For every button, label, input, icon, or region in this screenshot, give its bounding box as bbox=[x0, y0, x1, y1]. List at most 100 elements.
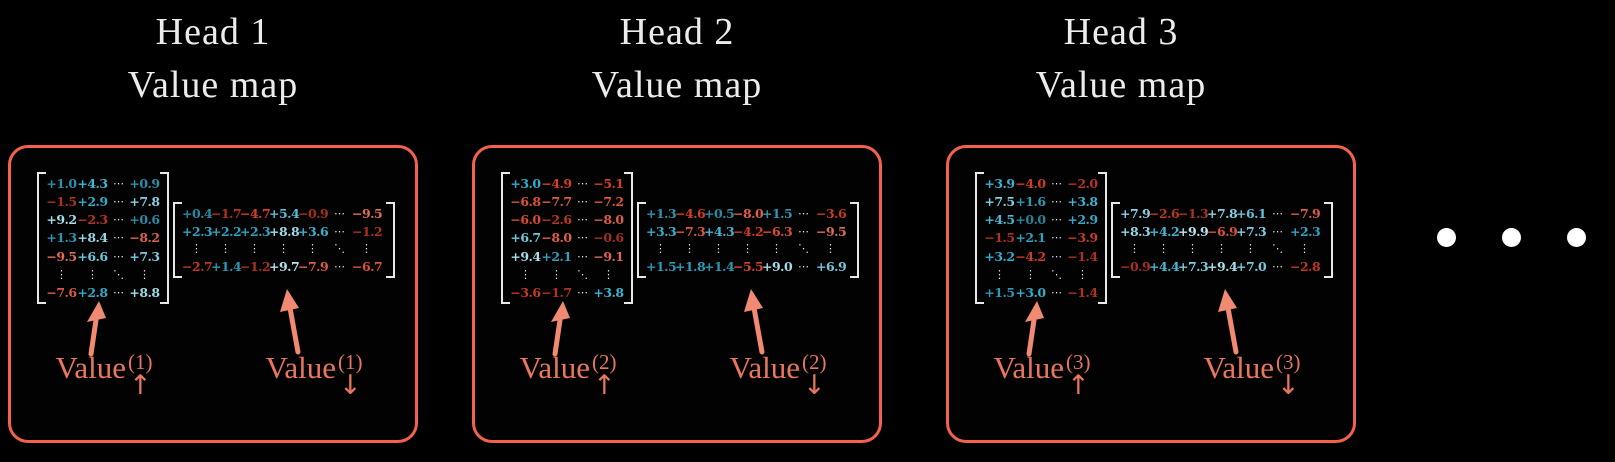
up-arrow-icon bbox=[1218, 289, 1239, 355]
matrix-cell: −6.7 bbox=[352, 258, 383, 274]
matrix-row: +7.5+1.6⋯+3.8 bbox=[984, 193, 1098, 210]
matrix-cell: +9.7 bbox=[269, 258, 300, 274]
head-superscript: (2) bbox=[802, 350, 827, 374]
head-superscript: (3) bbox=[1066, 350, 1091, 374]
matrix-cell: −7.9 bbox=[1290, 206, 1321, 221]
matrix-ellipsis: ⋱ bbox=[577, 267, 588, 281]
matrix-ellipsis: ⋮ bbox=[1129, 242, 1140, 256]
matrix-cell: −4.9 bbox=[541, 176, 572, 191]
value-down-matrix: +1.3−4.6+0.5−8.0+1.5⋯−3.6+3.3−7.3+4.3−4.… bbox=[637, 202, 859, 278]
matrix-ellipsis: ⋯ bbox=[1051, 249, 1062, 263]
matrix-ellipsis: ⋮ bbox=[1245, 242, 1256, 256]
matrix-cell: +1.3 bbox=[46, 230, 77, 246]
value-word: Value bbox=[993, 350, 1065, 385]
matrix-ellipsis: ⋮ bbox=[520, 267, 531, 281]
matrix-ellipsis: ⋯ bbox=[577, 249, 588, 263]
matrix-ellipsis: ⋯ bbox=[113, 177, 124, 190]
matrix-cell: +3.8 bbox=[593, 284, 624, 300]
matrix-cell: −7.6 bbox=[46, 284, 77, 300]
value-up-label: Value (1)↑ bbox=[29, 351, 179, 400]
matrix-cell: +1.3 bbox=[646, 206, 677, 221]
value-map-box: +3.9−4.0⋯−2.0+7.5+1.6⋯+3.8+4.5+0.0⋯+2.9−… bbox=[946, 145, 1356, 443]
value-up-label: Value (2)↑ bbox=[493, 351, 643, 400]
value-map-label: Value map bbox=[591, 64, 763, 106]
matrix-cell: +9.0 bbox=[762, 258, 793, 274]
matrix-cell: +1.6 bbox=[1015, 194, 1046, 210]
matrix-row: +4.5+0.0⋯+2.9 bbox=[984, 211, 1098, 228]
matrix-cell: +1.5 bbox=[762, 206, 793, 221]
matrix-cell: −6.0 bbox=[510, 212, 541, 228]
matrix-ellipsis: ⋯ bbox=[334, 224, 345, 238]
matrix-cell: −1.4 bbox=[1067, 284, 1098, 300]
matrix-ellipsis: ⋮ bbox=[603, 267, 614, 281]
matrix-cell: +0.4 bbox=[182, 206, 213, 221]
matrix-cell: +4.3 bbox=[704, 223, 735, 239]
head-label: Head 3 bbox=[1063, 11, 1179, 53]
matrix-cell: +3.3 bbox=[646, 223, 677, 239]
up-arrow-subscript-icon: ↑ bbox=[1066, 370, 1090, 401]
ellipsis-dot bbox=[1437, 228, 1456, 247]
pointer-arrows bbox=[1025, 289, 1239, 357]
matrix-cell: −0.9 bbox=[298, 206, 329, 221]
matrix-row: +6.7−8.0⋯−0.6 bbox=[510, 229, 624, 246]
matrix-cell: −7.3 bbox=[675, 223, 706, 239]
matrix-ellipsis: ⋯ bbox=[577, 213, 588, 227]
value-map-box: +1.0+4.3⋯+0.9−1.5+2.9⋯+7.8+9.2−2.3⋯+0.6+… bbox=[8, 145, 418, 443]
matrix-cell: +8.8 bbox=[129, 284, 160, 300]
matrix-ellipsis: ⋮ bbox=[825, 242, 836, 256]
matrix-cell: +2.3 bbox=[240, 223, 271, 239]
matrix-cell: +8.3 bbox=[1120, 223, 1151, 239]
matrix-row: ⋮⋮⋱⋮ bbox=[510, 266, 624, 283]
value-map-label: Value map bbox=[1035, 64, 1207, 106]
matrix-cell: +3.2 bbox=[984, 248, 1015, 264]
ellipsis-dot bbox=[1567, 228, 1586, 247]
value-up-matrix: +3.9−4.0⋯−2.0+7.5+1.6⋯+3.8+4.5+0.0⋯+2.9−… bbox=[975, 172, 1107, 304]
matrix-ellipsis: ⋯ bbox=[798, 224, 809, 238]
matrix-cell: +7.8 bbox=[129, 194, 160, 210]
matrix-ellipsis: ⋮ bbox=[771, 242, 782, 256]
matrix-ellipsis: ⋯ bbox=[577, 195, 588, 209]
matrix-ellipsis: ⋱ bbox=[1272, 242, 1283, 256]
matrix-ellipsis: ⋯ bbox=[1051, 177, 1062, 190]
panel-title: Head 2 Value map bbox=[472, 6, 882, 112]
matrix-cell: −6.8 bbox=[510, 194, 541, 210]
matrix-ellipsis: ⋮ bbox=[1077, 267, 1088, 281]
value-down-label: Value (3)↓ bbox=[1177, 351, 1327, 401]
matrix-cell: −9.1 bbox=[593, 248, 624, 264]
matrix-cell: +3.9 bbox=[984, 176, 1015, 191]
matrix-row: +7.9−2.6−1.3+7.8+6.1⋯−7.9 bbox=[1120, 205, 1324, 222]
ellipsis-dot bbox=[1502, 228, 1521, 247]
matrix-cell: +4.2 bbox=[1149, 223, 1180, 239]
matrix-ellipsis: ⋮ bbox=[191, 242, 202, 256]
matrix-ellipsis: ⋯ bbox=[1272, 207, 1283, 220]
matrix-cell: −1.5 bbox=[984, 230, 1015, 246]
value-up-matrix: +3.0−4.9⋯−5.1−6.8−7.7⋯−7.2−6.0−2.6⋯−8.0+… bbox=[501, 172, 633, 304]
matrix-ellipsis: ⋯ bbox=[577, 177, 588, 190]
matrix-row: ⋮⋮⋱⋮ bbox=[984, 266, 1098, 283]
matrix-cell: −1.2 bbox=[240, 258, 271, 274]
down-arrow-subscript-icon: ↓ bbox=[1276, 370, 1300, 401]
matrix-cell: −2.7 bbox=[182, 258, 213, 274]
matrix-row: −0.9+4.4+7.3+9.4+7.0⋯−2.8 bbox=[1120, 258, 1324, 275]
matrix-cell: +1.4 bbox=[704, 258, 735, 274]
matrix-cell: −6.3 bbox=[762, 223, 793, 239]
matrix-cell: +9.4 bbox=[1207, 258, 1238, 274]
value-map-box: +3.0−4.9⋯−5.1−6.8−7.7⋯−7.2−6.0−2.6⋯−8.0+… bbox=[472, 145, 882, 443]
matrix-cell: −1.5 bbox=[46, 194, 77, 210]
matrix-cell: −8.2 bbox=[129, 230, 160, 246]
head-superscript: (1) bbox=[338, 350, 363, 374]
matrix-cell: +2.9 bbox=[77, 194, 108, 210]
matrix-cell: −4.2 bbox=[1015, 248, 1046, 264]
matrix-cell: +1.8 bbox=[675, 258, 706, 274]
matrix-cell: +6.7 bbox=[510, 230, 541, 246]
matrix-ellipsis: ⋮ bbox=[361, 242, 372, 256]
matrix-ellipsis: ⋯ bbox=[113, 249, 124, 263]
panel-title: Head 1 Value map bbox=[8, 6, 418, 112]
matrix-ellipsis: ⋮ bbox=[1187, 242, 1198, 256]
matrix-ellipsis: ⋮ bbox=[278, 242, 289, 256]
matrix-ellipsis: ⋯ bbox=[577, 285, 588, 299]
matrix-cell: +1.4 bbox=[211, 258, 242, 274]
matrix-cell: −3.9 bbox=[1067, 230, 1098, 246]
matrix-ellipsis: ⋮ bbox=[994, 267, 1005, 281]
panel-title: Head 3 Value map bbox=[916, 6, 1326, 112]
